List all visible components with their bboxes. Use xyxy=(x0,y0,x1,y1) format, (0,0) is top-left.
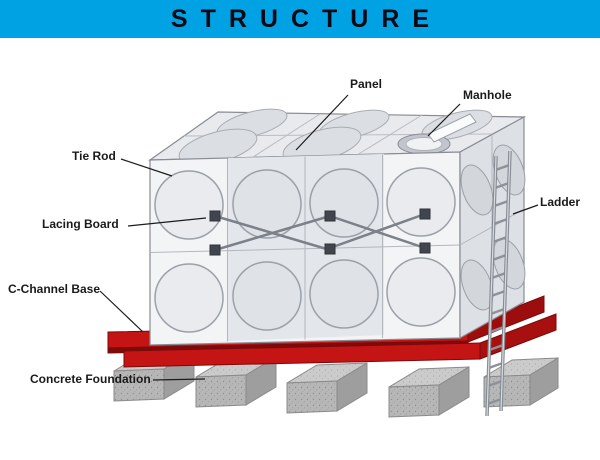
label-panel: Panel xyxy=(350,77,383,91)
header-banner: STRUCTURE xyxy=(0,0,600,38)
manhole-lid xyxy=(427,113,477,143)
structure-diagram xyxy=(99,94,559,418)
page-title: STRUCTURE xyxy=(170,4,443,33)
leader-lines xyxy=(99,94,539,381)
label-lacing-board: Lacing Board xyxy=(42,217,119,231)
tank-front-face xyxy=(149,151,461,346)
leader-manhole xyxy=(427,103,461,137)
ladder xyxy=(485,150,512,417)
leader-concrete xyxy=(152,378,206,381)
concrete-block xyxy=(388,366,470,418)
label-manhole: Manhole xyxy=(463,88,512,102)
diagram-area: Panel Manhole Tie Rod Lacing Board C-Cha… xyxy=(0,38,600,460)
leader-lacing-board xyxy=(127,217,207,227)
label-c-channel-base: C-Channel Base xyxy=(8,282,101,296)
label-ladder: Ladder xyxy=(540,195,581,209)
label-tie-rod: Tie Rod xyxy=(72,149,116,163)
leader-panel xyxy=(295,94,349,151)
lacing-boards xyxy=(209,208,431,256)
leader-tie-rod xyxy=(120,158,173,177)
manhole xyxy=(397,113,477,155)
label-concrete-foundation: Concrete Foundation xyxy=(30,372,151,386)
concrete-block xyxy=(286,362,368,414)
leader-c-channel xyxy=(99,290,144,333)
leader-ladder xyxy=(512,204,539,215)
tie-rods xyxy=(214,212,426,252)
